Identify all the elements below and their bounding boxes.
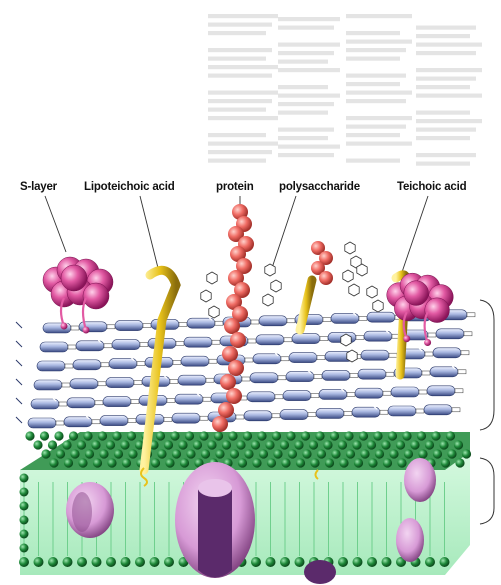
right-brackets xyxy=(480,300,494,524)
label-polysaccharide: polysaccharide xyxy=(279,181,360,193)
diagram-labels: S-layer Lipoteichoic acid protein polysa… xyxy=(20,181,467,193)
label-teichoic-acid: Teichoic acid xyxy=(397,181,467,193)
label-lipoteichoic-acid: Lipoteichoic acid xyxy=(84,181,175,193)
cytoplasmic-membrane xyxy=(19,431,471,584)
membrane-protein-bottom xyxy=(304,560,336,584)
label-s-layer: S-layer xyxy=(20,181,58,193)
membrane-protein-left xyxy=(66,482,114,538)
label-protein: protein xyxy=(216,181,254,193)
obscured-text-block xyxy=(208,14,482,166)
membrane-protein-channel xyxy=(175,462,255,578)
